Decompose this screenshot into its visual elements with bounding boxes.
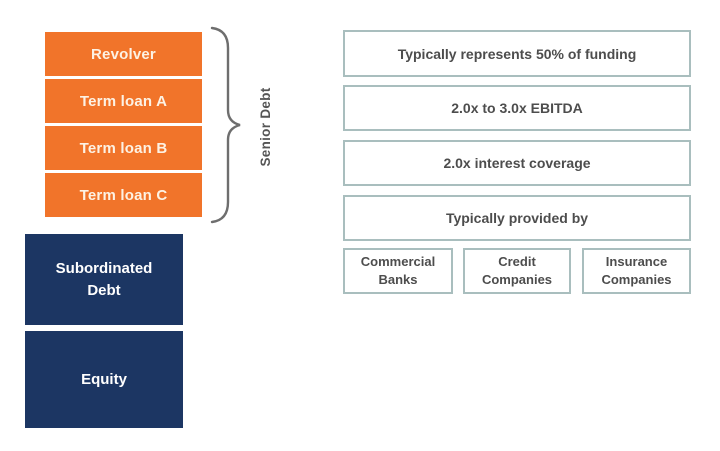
curly-brace-icon [210, 26, 241, 224]
info-box-interest-coverage: 2.0x interest coverage [343, 140, 691, 186]
info-box-ebitda-multiple: 2.0x to 3.0x EBITDA [343, 85, 691, 131]
tranche-box-revolver: Revolver [45, 32, 202, 76]
provider-box-credit-companies: Credit Companies [463, 248, 571, 294]
info-box-provided-by: Typically provided by [343, 195, 691, 241]
provider-box-commercial-banks: Commercial Banks [343, 248, 453, 294]
senior-debt-label: Senior Debt [258, 87, 273, 167]
tranche-box-equity: Equity [25, 331, 183, 428]
tranche-box-term-loan-a: Term loan A [45, 79, 202, 123]
info-box-funding-share: Typically represents 50% of funding [343, 30, 691, 77]
provider-box-insurance-companies: Insurance Companies [582, 248, 691, 294]
tranche-box-term-loan-c: Term loan C [45, 173, 202, 217]
tranche-box-subordinated-debt: Subordinated Debt [25, 234, 183, 325]
tranche-box-term-loan-b: Term loan B [45, 126, 202, 170]
